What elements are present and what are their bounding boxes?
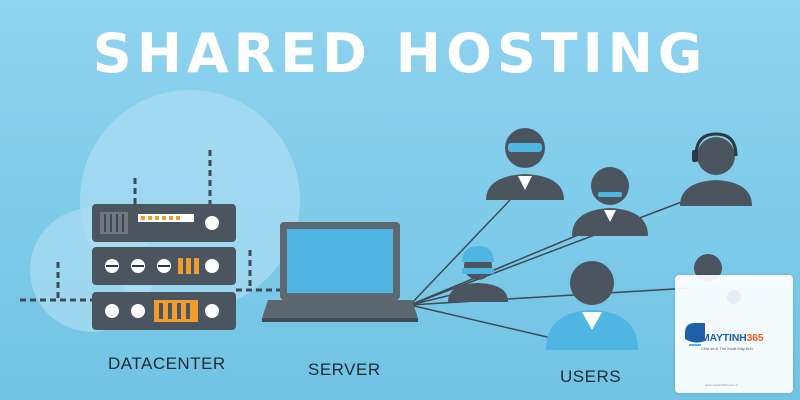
- users-label: USERS: [560, 367, 622, 386]
- datacenter-rack-icon: [92, 204, 236, 330]
- hardhat-user-icon: [448, 246, 508, 302]
- connection-lines: [409, 194, 701, 341]
- laptop-icon: [262, 222, 418, 322]
- logo-footer: www.maytinh365.com.vn: [705, 383, 739, 387]
- datacenter-label: DATACENTER: [108, 354, 226, 373]
- watermark-logo: MAYTINH365 Chia sẻ & Thủ thuật Máy tính …: [675, 275, 793, 393]
- monitor-logo-icon: [685, 290, 741, 346]
- user-icon-mustache: [572, 167, 648, 236]
- diagram-title: SHARED HOSTING: [92, 22, 708, 85]
- user-icon-glasses: [486, 128, 564, 200]
- logo-tagline: Chia sẻ & Thủ thuật Máy tính: [701, 346, 753, 351]
- user-icon-large: [546, 261, 638, 350]
- headset-user-icon: [680, 132, 752, 206]
- server-label: SERVER: [308, 360, 381, 379]
- logo-brand: MAYTINH365: [701, 332, 764, 344]
